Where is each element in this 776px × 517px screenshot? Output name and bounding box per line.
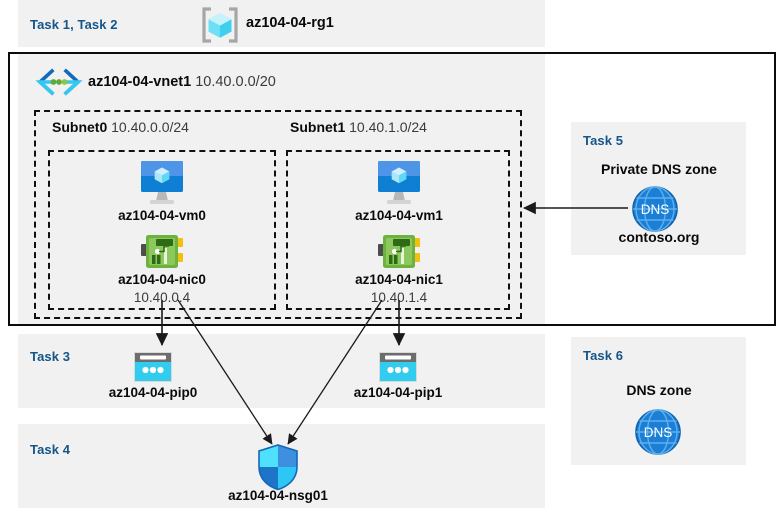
subnet1-header: Subnet1 10.40.1.0/24	[290, 119, 427, 135]
vm1-label: az104-04-vm1	[355, 208, 443, 223]
resource-group-name: az104-04-rg1	[246, 15, 334, 31]
virtual-network-box	[8, 52, 776, 326]
network-interface-icon	[137, 232, 187, 272]
virtual-machine-icon	[371, 159, 427, 207]
virtual-network-header: az104-04-vnet1 10.40.0.0/20	[88, 74, 276, 90]
subnet0-name: Subnet0	[52, 119, 108, 135]
dns-icon-text: DNS	[641, 202, 670, 217]
resource-group-name-text: az104-04-rg1	[246, 15, 334, 31]
private-dns-zone-name: contoso.org	[618, 229, 700, 245]
pip0-label: az104-04-pip0	[108, 385, 198, 400]
public-ip-panel	[18, 334, 545, 408]
public-ip-address-icon	[132, 350, 174, 384]
virtual-network-icon	[35, 68, 83, 96]
pip1-label: az104-04-pip1	[353, 385, 443, 400]
dns-globe-icon: DNS	[631, 185, 679, 233]
task-label-public-ip: Task 3	[30, 349, 71, 364]
network-interface-icon	[374, 232, 424, 272]
virtual-machine-icon	[134, 159, 190, 207]
nic0-ip: 10.40.0.4	[133, 290, 191, 305]
task-label-nsg: Task 4	[30, 442, 71, 457]
subnets-group-box	[34, 110, 522, 319]
nic1-label: az104-04-nic1	[355, 272, 443, 287]
subnet0-cidr: 10.40.0.0/24	[111, 119, 189, 135]
nic1-ip: 10.40.1.4	[370, 290, 428, 305]
subnet1-cidr: 10.40.1.0/24	[349, 119, 427, 135]
subnet1-box	[286, 150, 510, 310]
vm0-label: az104-04-vm0	[118, 208, 206, 223]
dns-globe-icon: DNS	[634, 408, 682, 456]
virtual-network-panel-bg	[18, 54, 545, 324]
private-dns-title: Private DNS zone	[601, 161, 717, 177]
nic0-label: az104-04-nic0	[118, 272, 206, 287]
task-label-private-dns: Task 5	[583, 133, 624, 148]
subnet0-header: Subnet0 10.40.0.0/24	[52, 119, 189, 135]
resource-group-panel	[18, 0, 545, 47]
network-security-group-shield-icon	[256, 443, 300, 491]
nsg-label: az104-04-nsg01	[228, 488, 328, 503]
dns-icon-text: DNS	[644, 425, 673, 440]
task-label-public-dns: Task 6	[583, 348, 624, 363]
virtual-network-cidr: 10.40.0.0/20	[195, 74, 276, 90]
subnet1-name: Subnet1	[290, 119, 346, 135]
public-dns-title: DNS zone	[626, 382, 692, 398]
task-label-resource-group: Task 1, Task 2	[30, 17, 118, 32]
virtual-network-name: az104-04-vnet1	[88, 74, 192, 90]
resource-group-cube-icon	[199, 6, 241, 44]
public-ip-address-icon	[377, 350, 419, 384]
